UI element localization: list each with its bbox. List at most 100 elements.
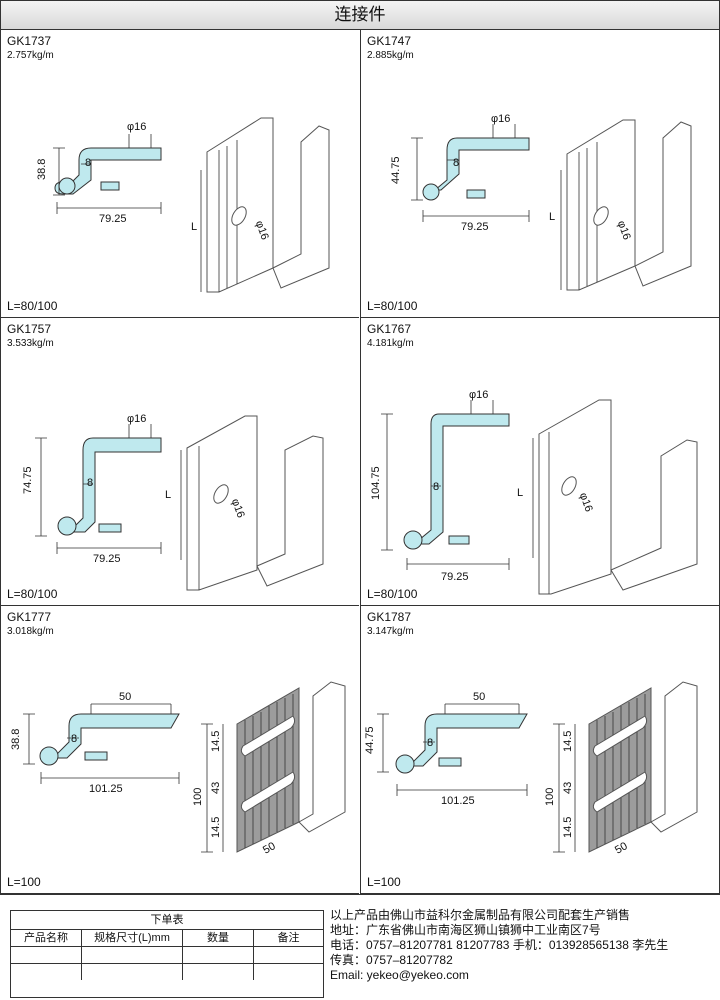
slot-icon	[592, 715, 648, 757]
order-cell[interactable]	[82, 964, 183, 980]
product-length: L=80/100	[367, 299, 418, 313]
dim-total: 100	[544, 788, 556, 806]
dim-total: 100	[192, 788, 204, 806]
product-length: L=100	[367, 875, 401, 889]
dim-thickness: 8	[433, 481, 439, 493]
profile-shape	[72, 437, 162, 533]
product-weight: 3.018kg/m	[7, 626, 54, 637]
dim-a: 14.5	[210, 731, 222, 752]
dim-height: 74.75	[22, 466, 34, 494]
dim-height: 38.8	[36, 159, 48, 180]
dim-width: 79.25	[441, 571, 469, 583]
column-header: 产品名称	[11, 930, 82, 946]
order-form: 下单表 产品名称 规格尺寸(L)mm 数量 备注	[10, 910, 324, 998]
dim-length-label: L	[549, 211, 555, 223]
profile-round-end	[57, 516, 77, 536]
product-card-gk1787: GK1787 3.147kg/m 44.75 101.25 8 50 100 1…	[360, 606, 719, 894]
dim-thickness: 8	[87, 477, 93, 489]
order-cell[interactable]	[11, 947, 82, 963]
product-weight: 3.147kg/m	[367, 626, 414, 637]
product-weight: 2.885kg/m	[367, 50, 414, 61]
fax-line: 传真：0757–81207782	[330, 953, 453, 967]
isometric-view: L φ16	[191, 117, 330, 293]
dim-thickness: 8	[427, 737, 433, 749]
dim-height: 104.75	[370, 466, 382, 500]
product-card-gk1757: GK1757 3.533kg/m 74.75 79.25 8 φ16 L φ16…	[1, 318, 359, 606]
email-line[interactable]: Email: yekeo@yekeo.com	[330, 968, 469, 982]
product-length: L=100	[7, 875, 41, 889]
profile-shape	[54, 713, 180, 761]
order-row[interactable]	[11, 964, 323, 980]
product-code: GK1737	[7, 34, 52, 48]
profile-round-end	[58, 177, 76, 195]
product-code: GK1747	[367, 34, 412, 48]
product-weight: 3.533kg/m	[7, 338, 54, 349]
ribbed-face	[588, 687, 652, 853]
dim-width: 101.25	[89, 783, 123, 795]
ribbed-face	[236, 687, 300, 853]
dim-b: 43	[210, 782, 222, 794]
slot-icon	[240, 771, 296, 813]
product-code: GK1787	[367, 610, 412, 624]
product-length: L=80/100	[367, 587, 418, 601]
order-cell[interactable]	[183, 964, 254, 980]
product-code: GK1767	[367, 322, 412, 336]
dim-width: 79.25	[93, 553, 121, 565]
product-length: L=80/100	[7, 299, 58, 313]
isometric-view: L φ16	[165, 415, 324, 591]
product-card-gk1777: GK1777 3.018kg/m 38.8 101.25 8 50 100 14…	[1, 606, 359, 894]
profile-shape	[54, 147, 162, 195]
isometric-view: L φ16	[517, 399, 698, 595]
order-cell[interactable]	[82, 947, 183, 963]
order-cell[interactable]	[183, 947, 254, 963]
product-card-gk1767: GK1767 4.181kg/m 104.75 79.25 8 φ16 L φ1…	[360, 318, 719, 606]
product-length: L=80/100	[7, 587, 58, 601]
order-cell[interactable]	[254, 964, 323, 980]
dim-c: 14.5	[562, 817, 574, 838]
hole-icon	[561, 476, 577, 496]
profile-drawing: 44.75 79.25 8 φ16 L φ16	[390, 113, 692, 291]
profile-drawing: 104.75 79.25 8 φ16 L φ16	[370, 389, 698, 595]
dim-length-label: L	[191, 221, 197, 233]
isometric-view: L φ16	[549, 119, 692, 291]
dim-c: 14.5	[210, 817, 222, 838]
product-code: GK1757	[7, 322, 52, 336]
order-cell[interactable]	[11, 964, 82, 980]
order-row[interactable]	[11, 947, 323, 964]
hole-icon	[213, 484, 229, 504]
hole-icon	[593, 206, 609, 226]
product-code: GK1777	[7, 610, 52, 624]
company-line: 以上产品由佛山市益科尔金属制品有限公司配套生产销售	[330, 908, 631, 922]
profile-shape	[429, 137, 530, 199]
profile-round-end	[403, 530, 423, 550]
order-header-row: 产品名称 规格尺寸(L)mm 数量 备注	[11, 930, 323, 947]
dim-a: 14.5	[562, 731, 574, 752]
profile-shape	[410, 713, 528, 767]
dim-width: 101.25	[441, 795, 475, 807]
dim-top: φ16	[127, 121, 146, 133]
isometric-view: 100 14.5 43 14.5 50	[544, 681, 698, 857]
profile-drawing: 44.75 101.25 8 50 100 14.5 43 14.5 50	[364, 681, 698, 857]
dim-top: φ16	[491, 113, 510, 125]
profile-shape	[416, 413, 510, 545]
dim-b: 43	[562, 782, 574, 794]
profile-drawing: 38.8 101.25 8 50 100 14.5 43 14.5 50	[10, 681, 346, 857]
profile-drawing: 38.8 79.25 8 φ16 L φ16	[36, 117, 330, 293]
dim-height: 44.75	[364, 726, 376, 754]
address-line: 地址：广东省佛山市南海区狮山镇狮中工业南区7号	[330, 923, 601, 937]
dim-top: 50	[473, 691, 485, 703]
contact-info: 以上产品由佛山市益科尔金属制品有限公司配套生产销售 地址：广东省佛山市南海区狮山…	[330, 908, 668, 983]
product-card-gk1747: GK1747 2.885kg/m 44.75 79.25 8 φ16 L φ16…	[360, 30, 719, 318]
profile-round-end	[39, 746, 59, 766]
hole-icon	[231, 206, 247, 226]
dim-top: φ16	[127, 413, 146, 425]
product-weight: 4.181kg/m	[367, 338, 414, 349]
isometric-view: 100 14.5 43 14.5 50	[192, 681, 346, 857]
profile-round-end	[422, 183, 440, 201]
profile-round-end	[395, 754, 415, 774]
profile-drawing: 74.75 79.25 8 φ16 L φ16	[22, 413, 324, 591]
dim-height: 44.75	[390, 156, 402, 184]
order-cell[interactable]	[254, 947, 323, 963]
slot-icon	[240, 715, 296, 757]
phone-line: 电话：0757–81207781 81207783 手机：01392856513…	[330, 938, 669, 952]
